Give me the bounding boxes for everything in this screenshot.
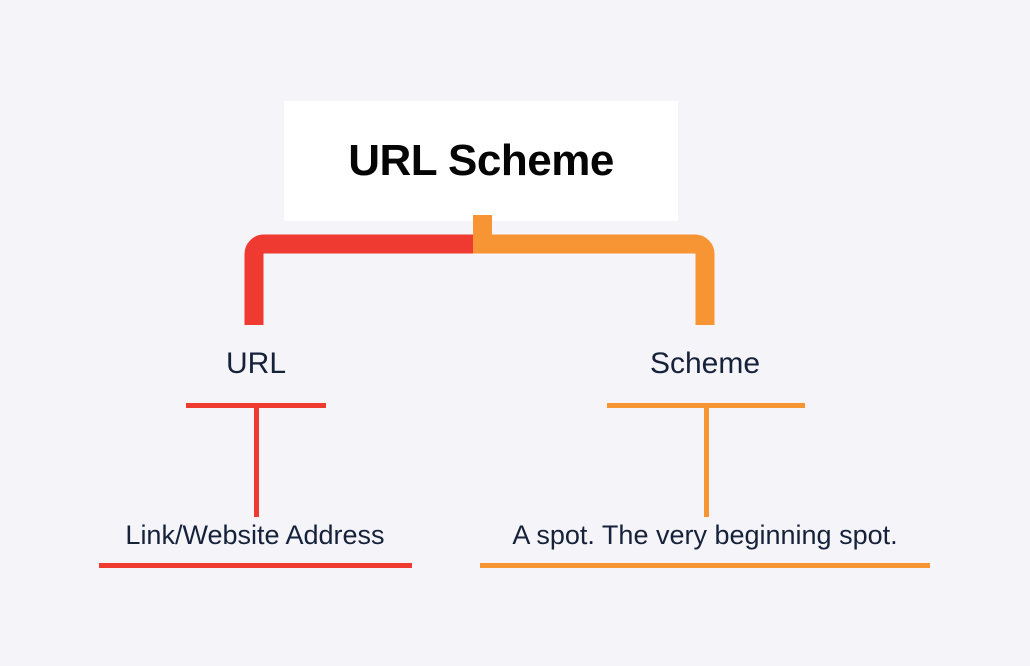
leaf-description-url: Link/Website Address bbox=[125, 520, 385, 550]
branch-label-url: URL bbox=[225, 347, 286, 380]
leaf-description-scheme: A spot. The very beginning spot. bbox=[512, 520, 898, 550]
branch-label-scheme: Scheme bbox=[649, 347, 761, 380]
bracket-right-orange bbox=[473, 234, 715, 325]
branch-drop-scheme bbox=[704, 405, 709, 517]
root-node-title: URL Scheme bbox=[348, 136, 614, 185]
branch-drop-url bbox=[254, 405, 259, 517]
leaf-rule-url bbox=[99, 563, 412, 568]
root-node-box: URL Scheme bbox=[284, 101, 678, 221]
branch-connector-bracket bbox=[244, 215, 715, 325]
bracket-left-red bbox=[244, 234, 473, 325]
leaf-rule-scheme bbox=[480, 563, 930, 568]
